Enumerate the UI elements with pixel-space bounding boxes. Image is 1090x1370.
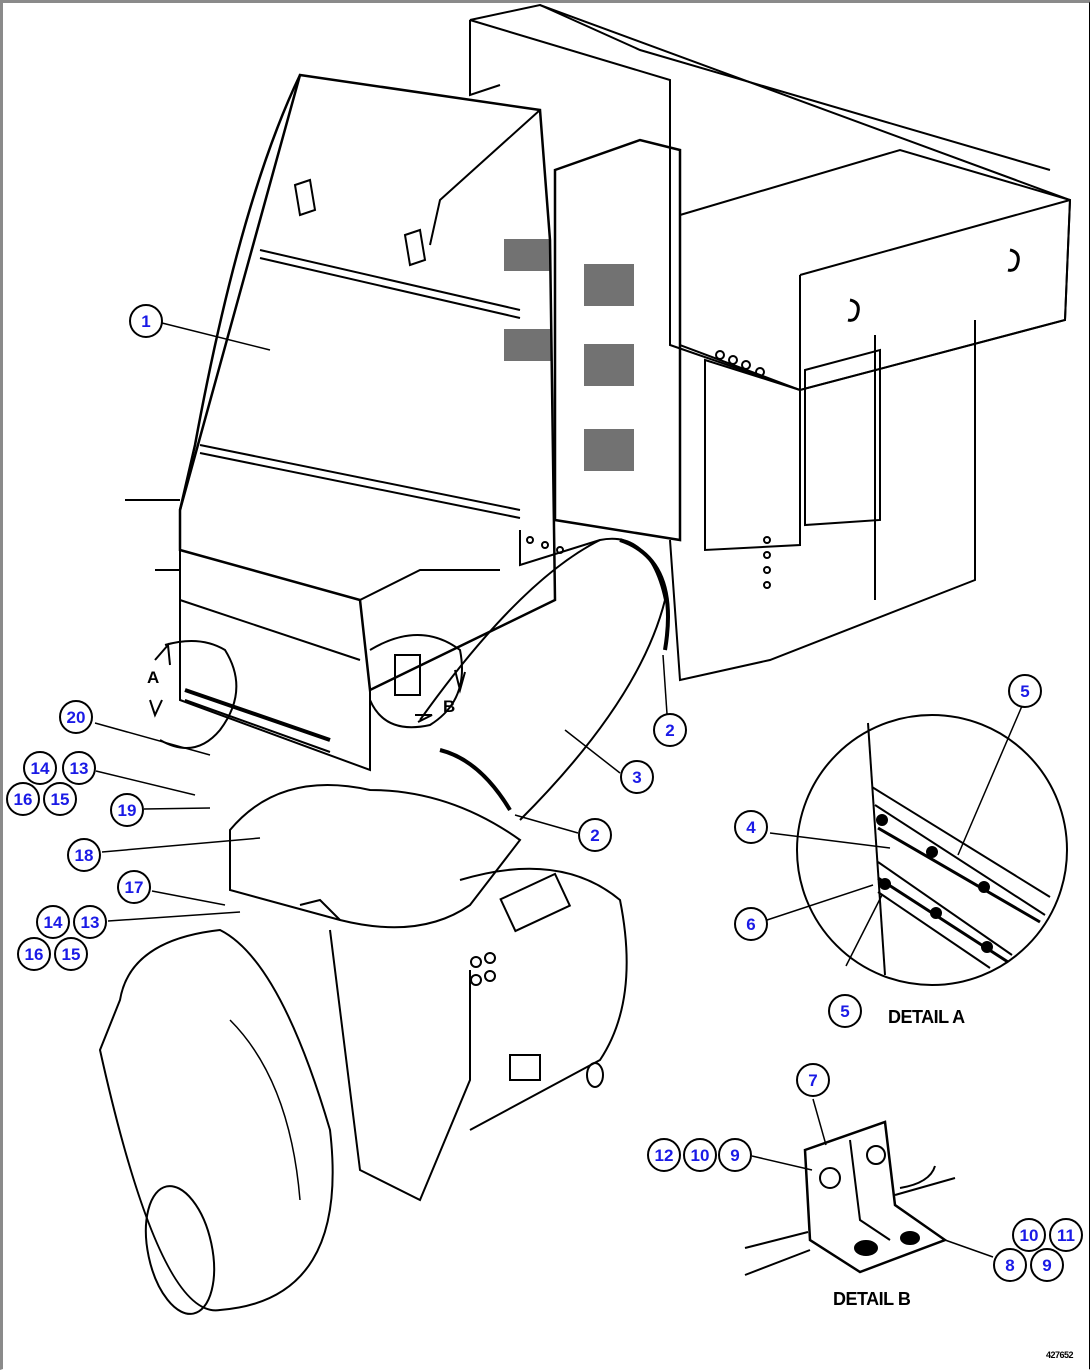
callout-6: 6 <box>734 907 768 941</box>
callout-2: 2 <box>653 713 687 747</box>
callout-15: 15 <box>43 782 77 816</box>
callout-5: 5 <box>828 994 862 1028</box>
callout-10: 10 <box>1012 1218 1046 1252</box>
callout-16: 16 <box>17 937 51 971</box>
callout-3: 3 <box>620 760 654 794</box>
callout-9: 9 <box>718 1138 752 1172</box>
callout-19: 19 <box>110 793 144 827</box>
callout-8: 8 <box>993 1248 1027 1282</box>
callout-11: 11 <box>1049 1218 1083 1252</box>
callout-17: 17 <box>117 870 151 904</box>
callout-10: 10 <box>683 1138 717 1172</box>
callout-20: 20 <box>59 700 93 734</box>
callout-7: 7 <box>796 1063 830 1097</box>
callout-4: 4 <box>734 810 768 844</box>
figure-id: 427652 <box>1046 1350 1074 1360</box>
blower-drawing <box>98 784 628 1315</box>
control-cabinet-drawing <box>469 3 1072 682</box>
callout-14: 14 <box>36 905 70 939</box>
view-marker-a: A <box>147 668 160 687</box>
callout-2: 2 <box>578 818 612 852</box>
view-b-indicator <box>369 634 466 729</box>
callout-16: 16 <box>6 782 40 816</box>
detail-b-drawing <box>744 1120 956 1276</box>
callout-18: 18 <box>67 838 101 872</box>
callout-9: 9 <box>1030 1248 1064 1282</box>
callout-1: 1 <box>129 304 163 338</box>
callout-15: 15 <box>54 937 88 971</box>
view-marker-b: B <box>443 697 456 716</box>
callout-13: 13 <box>62 751 96 785</box>
inlet-hood-drawing <box>125 73 557 772</box>
detail-a-label: DETAIL A <box>888 1007 965 1027</box>
view-a-indicator <box>149 640 238 749</box>
duct-drawing <box>419 537 670 821</box>
callout-14: 14 <box>23 751 57 785</box>
callout-12: 12 <box>647 1138 681 1172</box>
detail-b-label: DETAIL B <box>833 1289 911 1309</box>
leader-lines <box>94 322 1023 1258</box>
callout-13: 13 <box>73 905 107 939</box>
detail-a-drawing <box>796 714 1068 986</box>
callout-5: 5 <box>1008 674 1042 708</box>
